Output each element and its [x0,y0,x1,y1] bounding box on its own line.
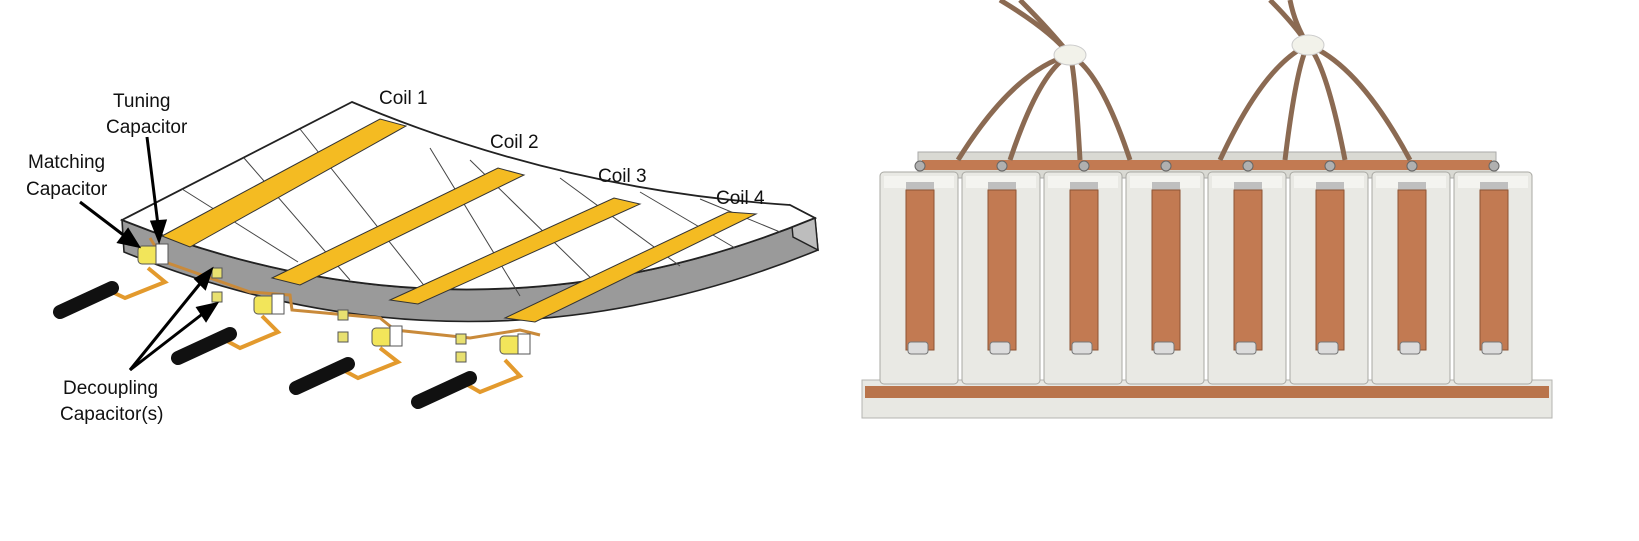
tuning-capacitor-label-line2: Capacitor [106,117,188,138]
coil-array-photo [861,0,1553,419]
decoupling-arrow-1 [128,279,205,371]
module-solder-joint [1153,341,1175,355]
capacitor-components [137,243,531,363]
cable-strand [998,0,1072,57]
module-solder-tab [1316,182,1344,192]
copper-coil-strip [1233,189,1263,351]
copper-coil-strip [1069,189,1099,351]
matching-arrow [79,200,127,239]
coax-cables [53,281,477,409]
coil-3-label: Coil 3 [598,166,647,187]
bottom-copper-layer [865,386,1549,398]
cable-branch [1282,43,1311,161]
coil-strip-3 [388,197,642,305]
copper-coil-strip [905,189,935,351]
coil-2-label: Coil 2 [490,132,539,153]
connector-pin [996,160,1008,172]
module-solder-tab [1480,182,1508,192]
module-solder-joint [1399,341,1421,355]
bottom-layer [861,379,1553,419]
decoupling-capacitor-label-line2: Capacitor(s) [60,404,163,425]
module-solder-tab [906,182,934,192]
module-solder-joint [989,341,1011,355]
module-solder-tab [1152,182,1180,192]
matching-capacitor-label-line2: Capacitor [26,179,108,200]
connector-pin [1324,160,1336,172]
connector-pin [1406,160,1418,172]
module-solder-joint [1071,341,1093,355]
module-solder-tab [1234,182,1262,192]
cable-tie-right [1291,34,1325,56]
module-solder-tab [1398,182,1426,192]
module-solder-tab [988,182,1016,192]
copper-coil-strip [1315,189,1345,351]
copper-coil-strip [987,189,1017,351]
decoupling-arrow-2 [129,310,206,372]
decoupling-capacitor-label-line1: Decoupling [63,378,158,399]
module-solder-joint [907,341,929,355]
cable-branch [1067,54,1083,161]
tuning-capacitor-label-line1: Tuning [113,91,170,112]
module-solder-joint [1235,341,1257,355]
connector-pin [1488,160,1500,172]
coil-strip-2 [270,167,526,286]
copper-coil-strip [1479,189,1509,351]
matching-capacitor-label-line1: Matching [28,152,105,173]
coil-strip-4 [503,211,758,323]
module-solder-tab [1070,182,1098,192]
feed-loops [107,266,524,395]
cable-tie-left [1053,44,1087,66]
back-copper-rail [922,160,1492,170]
connector-pin [1242,160,1254,172]
coil-strip-1 [160,118,408,248]
connector-pin [1160,160,1172,172]
cable-branch [1307,42,1413,162]
coil-4-label: Coil 4 [716,188,765,209]
connector-pin [914,160,926,172]
tuning-arrow [145,136,160,226]
module-solder-joint [1317,341,1339,355]
label-arrows [79,136,220,372]
module-solder-joint [1481,341,1503,355]
connector-pin [1078,160,1090,172]
cable-bundle [955,0,1413,162]
coil-array-drawing: Coil 1 Coil 2 Coil 3 Coil 4 Tuning Capac… [26,88,819,425]
copper-coil-strip [1397,189,1427,351]
coil-1-label: Coil 1 [379,88,428,109]
copper-coil-strip [1151,189,1181,351]
coil-modules [879,160,1533,385]
